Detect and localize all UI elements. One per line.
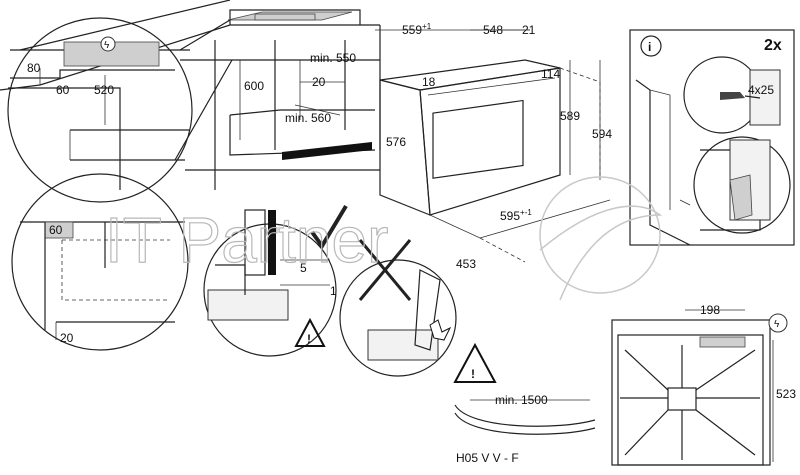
dim-5: 5 bbox=[300, 261, 307, 275]
dim-60-side: 60 bbox=[49, 223, 63, 237]
dim-1: 1 bbox=[330, 284, 337, 298]
dim-594: 594 bbox=[592, 127, 612, 141]
oven-isometric bbox=[379, 59, 611, 263]
dim-453: 453 bbox=[456, 257, 476, 271]
dim-198: 198 bbox=[700, 303, 720, 317]
incorrect-fit-detail: ! bbox=[339, 239, 497, 383]
dim-600: 600 bbox=[244, 79, 264, 93]
svg-text:!: ! bbox=[471, 367, 475, 381]
screw-size: 4x25 bbox=[748, 83, 774, 97]
watermark-text: IT Partner bbox=[105, 204, 388, 276]
dim-min-1500: min. 1500 bbox=[495, 393, 548, 407]
info-icon: i bbox=[648, 40, 651, 54]
dim-114: 114 bbox=[541, 67, 560, 81]
svg-text:ϟ: ϟ bbox=[774, 319, 780, 330]
multiplier-2x: 2x bbox=[764, 37, 782, 54]
dim-20-side: 20 bbox=[60, 331, 74, 345]
detail-circle-top: ϟ bbox=[7, 17, 233, 203]
dim-80: 80 bbox=[27, 61, 41, 75]
oven-front-view: ϟ bbox=[611, 309, 788, 466]
correct-fit-detail: ! bbox=[203, 204, 348, 357]
dim-559: 559+1 bbox=[402, 22, 432, 37]
info-box bbox=[629, 29, 795, 246]
dim-60-top: 60 bbox=[56, 83, 70, 97]
detail-circle-side bbox=[11, 173, 189, 351]
cable-detail bbox=[454, 399, 596, 435]
dim-min-560: min. 560 bbox=[285, 111, 331, 125]
dim-523: 523 bbox=[776, 387, 796, 401]
dim-20: 20 bbox=[312, 75, 326, 89]
dim-595: 595+-1 bbox=[500, 208, 532, 223]
svg-text:ϟ: ϟ bbox=[104, 40, 110, 51]
svg-text:!: ! bbox=[307, 332, 311, 346]
dim-576: 576 bbox=[386, 135, 406, 149]
cable-type: H05 V V - F bbox=[456, 451, 519, 465]
dim-520: 520 bbox=[94, 83, 114, 97]
watermark: IT Partner bbox=[104, 176, 663, 301]
dim-min-550: min. 550 bbox=[310, 51, 356, 65]
dim-18: 18 bbox=[422, 75, 436, 89]
